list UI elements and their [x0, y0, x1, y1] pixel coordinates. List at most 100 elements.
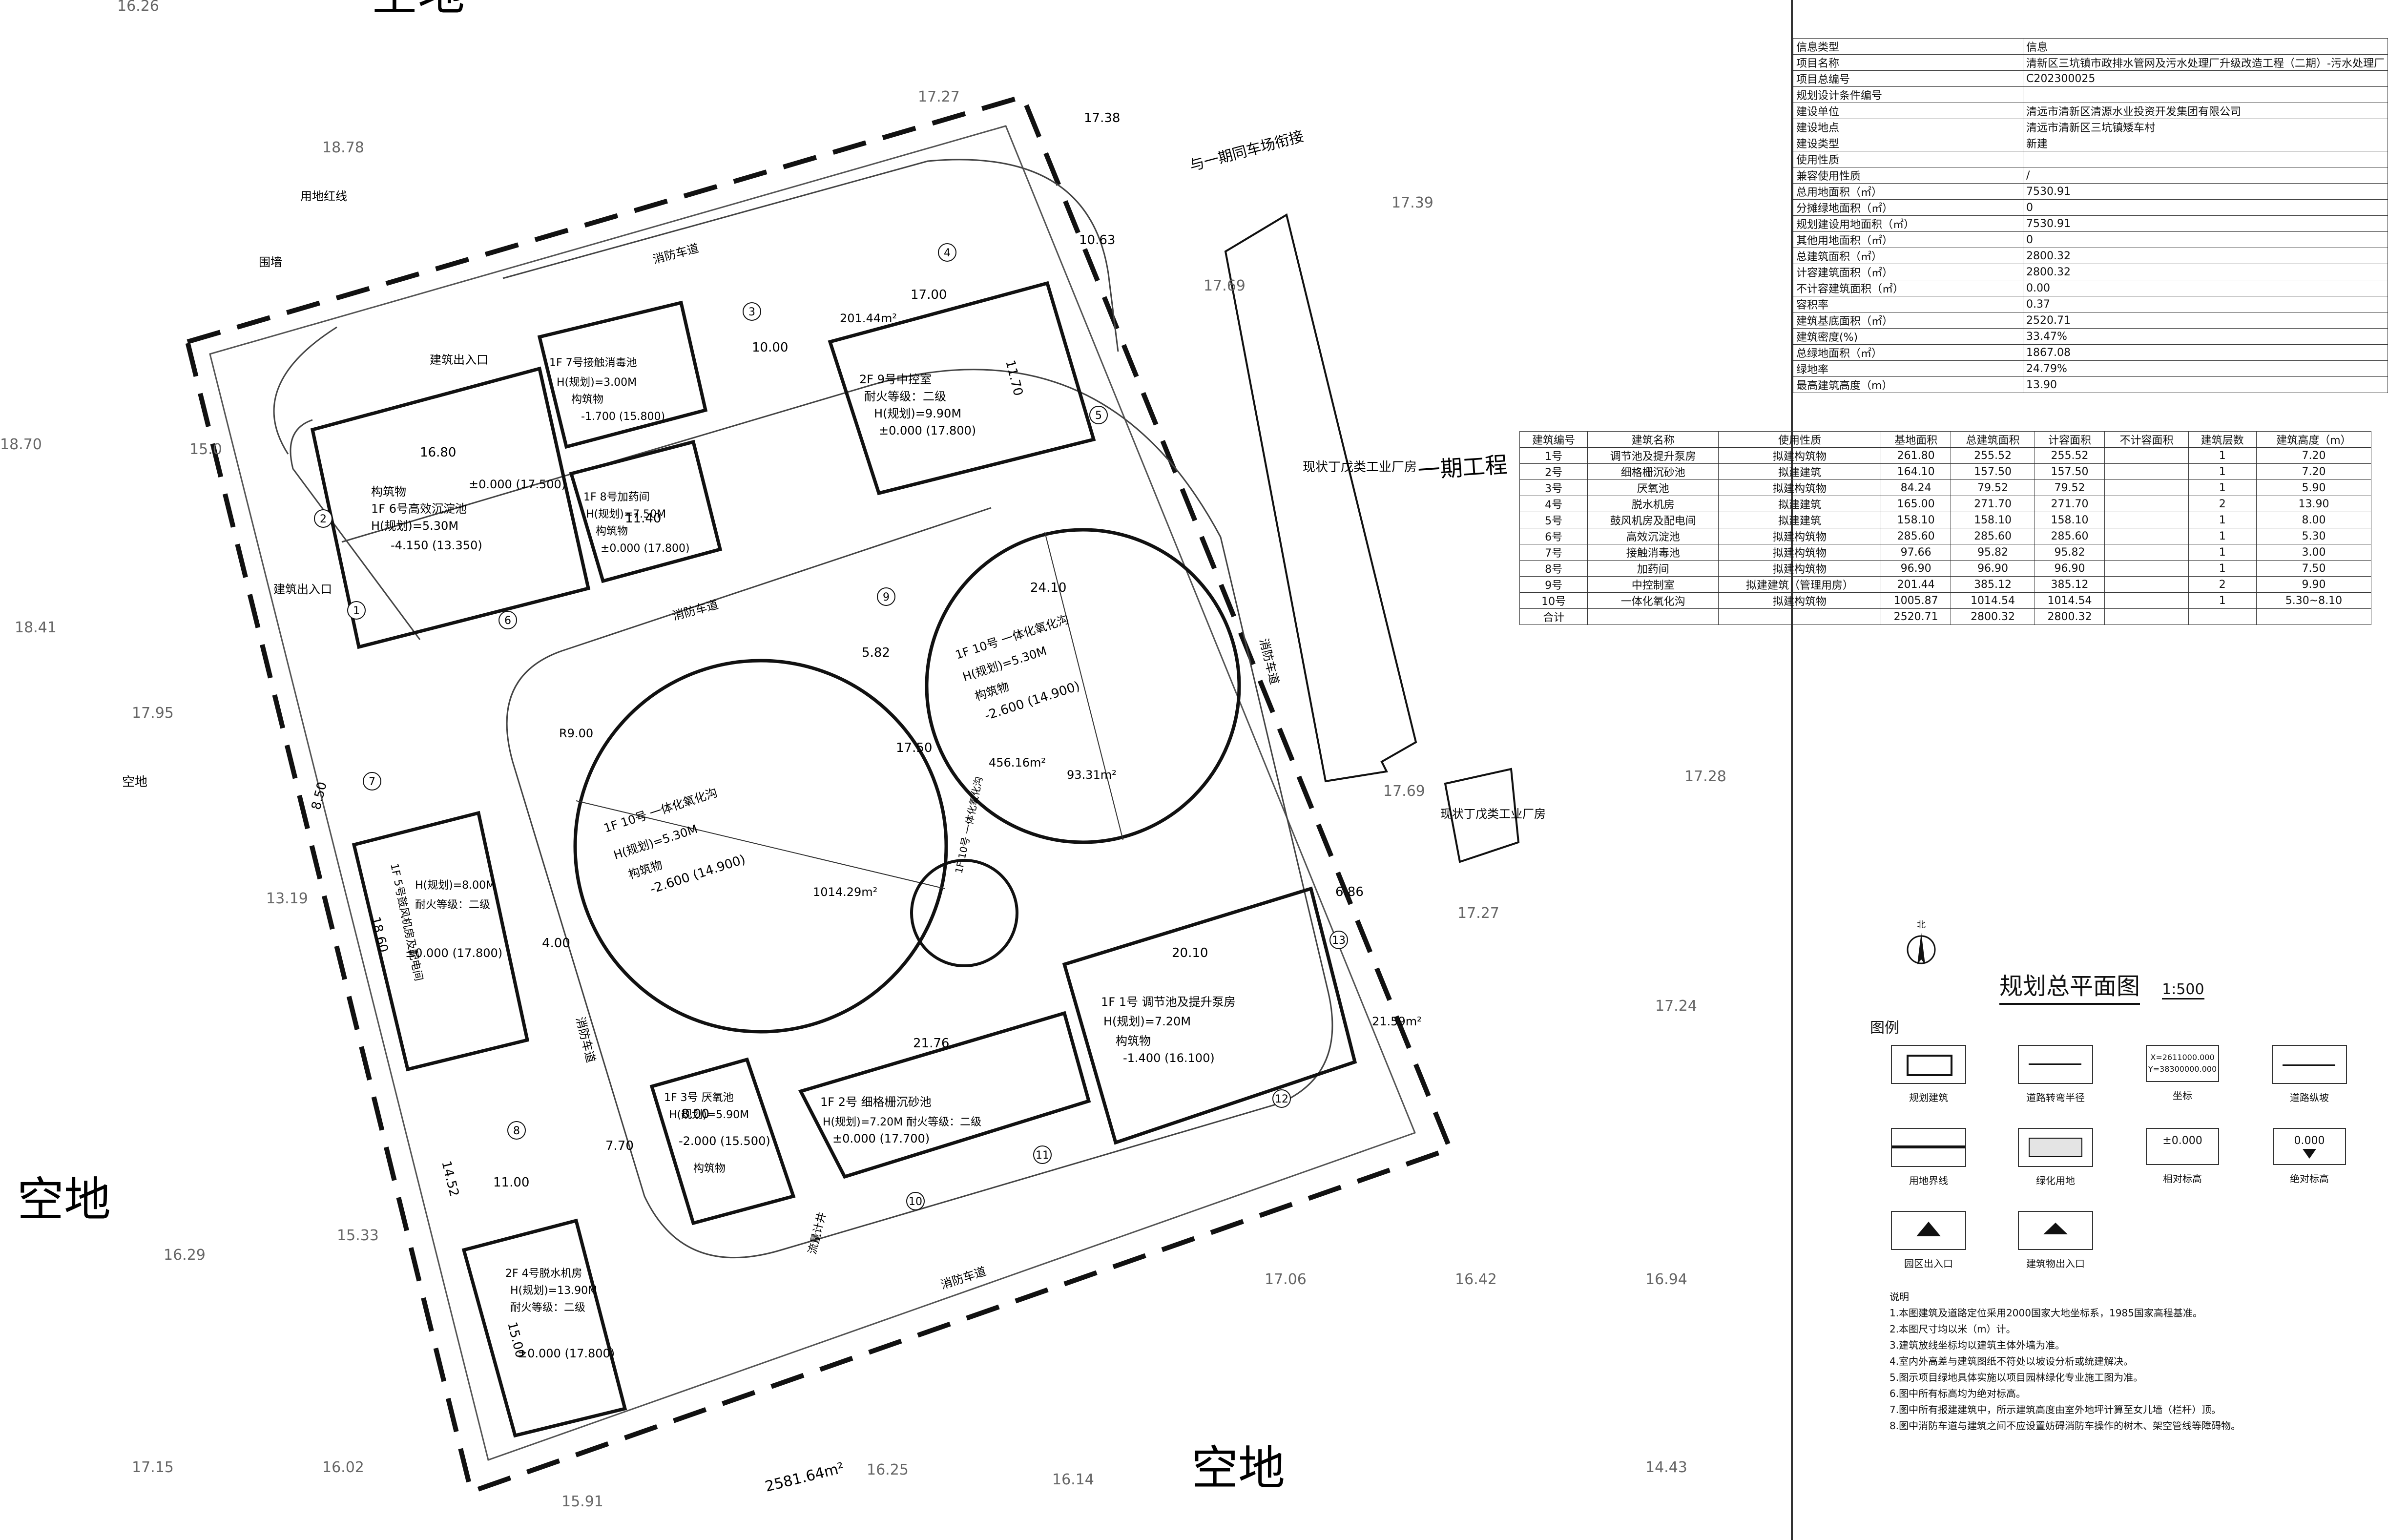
b6-l5: -4.150 (13.350)	[391, 539, 482, 552]
building-table-cell	[1718, 608, 1881, 625]
building-table-cell: 2800.32	[2034, 608, 2105, 625]
legend-relative-elev: ±0.000 相对标高	[2124, 1128, 2241, 1185]
legend-boundary: 用地界线	[1870, 1128, 1987, 1187]
dim-1: 17.00	[911, 288, 947, 302]
info-row: 分摊绿地面积（㎡）0	[1792, 199, 2388, 216]
building-table-cell: 拟建构筑物	[1718, 560, 1881, 577]
building-table-cell: 271.70	[2034, 496, 2105, 512]
building-table-cell: 95.82	[1951, 544, 2035, 561]
elev-21: 14.43	[1645, 1459, 1687, 1476]
info-row: 使用性质	[1792, 151, 2388, 167]
b8-l4: ±0.000 (17.800)	[601, 542, 690, 555]
dim-18: 5.82	[862, 645, 890, 660]
building-table-cell: 鼓风机房及配电间	[1587, 512, 1719, 528]
info-row: 建筑基底面积（㎡）2520.71	[1792, 312, 2388, 329]
info-key: 建筑密度(%)	[1792, 328, 2024, 345]
b2-l3: ±0.000 (17.700)	[832, 1132, 930, 1145]
elev-7: 18.70	[0, 436, 42, 453]
b9-l2: 耐火等级：二级	[864, 390, 946, 403]
elev-17: 16.14	[1052, 1471, 1094, 1488]
info-row: 最高建筑高度（m）13.90	[1792, 376, 2388, 393]
info-value: 0.37	[2023, 296, 2388, 312]
elev-5: 17.39	[1391, 194, 1433, 211]
info-row: 总绿地面积（㎡）1867.08	[1792, 344, 2388, 361]
building-table-cell: 10号	[1519, 592, 1588, 609]
info-row: 信息类型信息	[1792, 38, 2388, 55]
b5-l2: H(规划)=8.00M	[415, 879, 495, 892]
b6-l4: ±0.000 (17.500)	[469, 478, 566, 491]
building-table-cell: 95.82	[2034, 544, 2105, 561]
info-key: 项目总编号	[1792, 70, 2024, 87]
svg-text:4: 4	[944, 247, 951, 259]
building-table: 建筑编号建筑名称使用性质基地面积总建筑面积计容面积不计容面积建筑层数建筑高度（m…	[1519, 431, 2372, 625]
dim-2: 10.00	[752, 340, 788, 355]
oxidation-ditch-right	[925, 528, 1241, 844]
legend-abs-value: 0.000	[2294, 1135, 2325, 1147]
legend-park-entrance: 园区出入口	[1870, 1211, 1987, 1270]
info-value: 7530.91	[2023, 183, 2388, 200]
building-table-header: 建筑层数	[2188, 431, 2257, 448]
building-table-cell: 5.30~8.10	[2256, 592, 2372, 609]
building-1	[1062, 886, 1357, 1145]
note-item: 3.建筑放线坐标均以建筑主体外墙为准。	[1890, 1339, 2065, 1351]
legend-green: 绿化用地	[1997, 1128, 2114, 1187]
info-value	[2023, 151, 2388, 167]
legend-planned-building: 规划建筑	[1870, 1045, 1987, 1104]
factory2-building	[1444, 768, 1520, 863]
info-key: 兼容使用性质	[1792, 167, 2024, 184]
building-table-cell: 5.30	[2256, 528, 2372, 544]
building-table-cell: 拟建构筑物	[1718, 592, 1881, 609]
note-item: 7.图中所有报建建筑中，所示建筑高度由室外地坪计算至女儿墙（栏杆）顶。	[1890, 1404, 2222, 1415]
building-table-cell: 2	[2188, 576, 2257, 593]
info-key: 分摊绿地面积（㎡）	[1792, 199, 2024, 216]
b6-l1: 构筑物	[371, 485, 406, 499]
building-table-cell: 1014.54	[2034, 592, 2105, 609]
note-item: 2.本图尺寸均以米（m）计。	[1890, 1323, 2016, 1335]
dim-19: 6.86	[1335, 885, 1364, 899]
info-value: 33.47%	[2023, 328, 2388, 345]
building-table-cell: 157.50	[1951, 463, 2035, 480]
info-key: 项目名称	[1792, 54, 2024, 71]
building-3	[649, 1057, 796, 1226]
building-table-cell: 拟建构筑物	[1718, 479, 1881, 496]
info-row: 建设地点清远市清新区三坑镇矮车村	[1792, 119, 2388, 135]
building-table-cell: 7号	[1519, 544, 1588, 561]
building-table-cell: 165.00	[1880, 496, 1952, 512]
dim-10: 8.50	[309, 780, 330, 811]
svg-text:7: 7	[369, 776, 375, 788]
building-table-cell: 拟建建筑	[1718, 496, 1881, 512]
building-table-cell: 3.00	[2256, 544, 2372, 561]
building-table-cell: 7.50	[2256, 560, 2372, 577]
building-table-cell: 158.10	[1880, 512, 1952, 528]
plan-title: 规划总平面图	[1999, 967, 2140, 1005]
svg-text:1: 1	[353, 605, 360, 617]
legend-label: 绝对标高	[2290, 1173, 2329, 1185]
dim-16: 4.00	[542, 936, 570, 951]
flow-label: 流量计井	[807, 1211, 829, 1255]
fire-road-2: 消防车道	[671, 598, 720, 623]
vacant-left: 空地	[17, 1172, 111, 1227]
info-row: 其他用地面积（㎡）0	[1792, 231, 2388, 248]
fire-road-1: 消防车道	[651, 241, 700, 267]
building-table-cell: 脱水机房	[1587, 496, 1719, 512]
info-row: 兼容使用性质/	[1792, 167, 2388, 184]
building-table-cell: 9号	[1519, 576, 1588, 593]
elev-10: 13.19	[266, 890, 308, 907]
building-table-cell: 3号	[1519, 479, 1588, 496]
building-table-cell: 1	[2188, 463, 2257, 480]
building-table-cell: 拟建建筑	[1718, 463, 1881, 480]
legend-label: 用地界线	[1909, 1175, 1948, 1186]
building-table-cell: 2	[2188, 496, 2257, 512]
info-key: 其他用地面积（㎡）	[1792, 231, 2024, 248]
building-table-header: 基地面积	[1880, 431, 1952, 448]
building-table-cell: 2号	[1519, 463, 1588, 480]
info-row: 总建筑面积（㎡）2800.32	[1792, 248, 2388, 264]
b4-l3: 耐火等级：二级	[510, 1302, 585, 1314]
dim-3: 11.70	[1002, 358, 1025, 397]
elev-6: 15.0	[189, 441, 222, 458]
b5-l4: ±0.000 (17.800)	[405, 946, 502, 960]
